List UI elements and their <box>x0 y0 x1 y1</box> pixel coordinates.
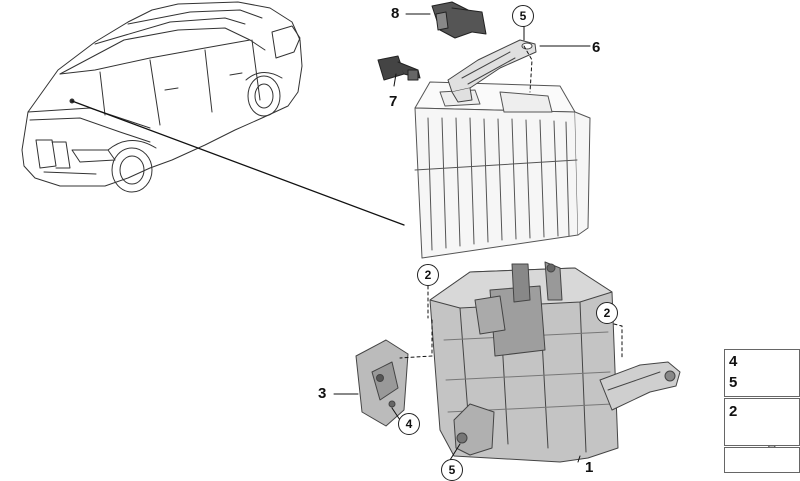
legend-label-2: 2 <box>729 403 738 420</box>
callout-2-right: 2 <box>596 302 618 324</box>
battery <box>414 81 591 259</box>
callout-6: 6 <box>592 39 601 56</box>
legend-cell-nut <box>724 349 800 397</box>
connector-part-7 <box>377 55 421 81</box>
callout-4: 4 <box>398 413 420 435</box>
callout-3: 3 <box>318 385 327 402</box>
callout-1: 1 <box>585 459 594 476</box>
terminal-clamp-part-6 <box>447 39 537 103</box>
callout-2-left: 2 <box>417 264 439 286</box>
callout-5-bottom: 5 <box>441 459 463 481</box>
battery-tray-part-1 <box>429 261 681 463</box>
legend-label-4: 4 <box>729 353 738 370</box>
callout-5-top: 5 <box>512 5 534 27</box>
legend-cell-marker <box>724 447 800 473</box>
callout-8: 8 <box>391 5 400 22</box>
location-leader-line <box>71 100 405 226</box>
bracket-part-3 <box>355 339 409 427</box>
callout-7: 7 <box>389 93 398 110</box>
legend-label-5: 5 <box>729 374 738 391</box>
vehicle-outline <box>21 1 303 193</box>
cover-part-8 <box>431 1 487 39</box>
